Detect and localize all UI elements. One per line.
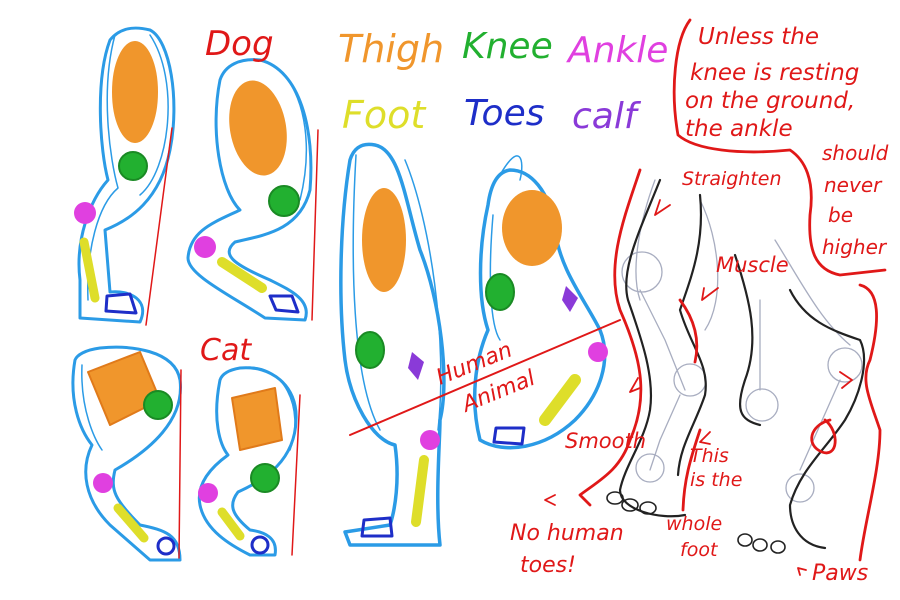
arrow-muscle (701, 287, 719, 301)
dog-leg-side-view (186, 58, 319, 322)
dog-leg-1-ankle (74, 202, 96, 224)
cat-leg-front-view (71, 345, 182, 562)
dog-leg-1-thigh (112, 41, 158, 143)
dog-leg-2-ankle (194, 236, 216, 258)
animal-leg-ankle (588, 342, 608, 362)
note-line-8: higher (822, 235, 888, 259)
note-line-6: never (824, 173, 883, 197)
annotation-this-is-4: foot (680, 539, 719, 561)
arrow-smooth (629, 377, 641, 393)
cat-leg-2-ground-line (291, 394, 301, 556)
legend-foot: Foot (342, 93, 427, 137)
cat-leg-2-knee (250, 463, 280, 493)
label-cat: Cat (200, 333, 252, 368)
arrow-paws (797, 567, 807, 576)
dog-leg-front-view (74, 26, 176, 326)
human-leg-calf (408, 352, 424, 380)
human-leg-toes (360, 516, 394, 538)
cat-leg-2-foot (217, 507, 245, 541)
cat-leg-1-toes (156, 536, 176, 556)
annotation-this-is-1: This (690, 445, 729, 467)
note-line-3: on the ground, (685, 88, 855, 114)
arrow-this-is (699, 431, 711, 445)
red-corrections (578, 18, 887, 562)
dog-leg-1-foot (79, 237, 100, 303)
animal-leg (472, 155, 608, 450)
animal-leg-calf (562, 286, 578, 312)
cat-leg-1-foot (113, 503, 149, 543)
annotation-this-is-3: whole (666, 513, 722, 535)
cat-leg-2-toes (250, 535, 270, 555)
dog-leg-2-ground-line (311, 129, 319, 321)
dog-leg-2-outline (186, 58, 313, 322)
annotation-smooth: Smooth (565, 429, 646, 453)
human-leg-ankle (420, 430, 440, 450)
dog-leg-1-outline (77, 26, 176, 324)
human-leg-thigh (362, 188, 406, 292)
note-line-5: should (822, 141, 889, 165)
color-legend: Thigh Knee Ankle Foot Toes calf (338, 26, 668, 137)
sketch-annotations: Straighten Muscle Smooth This is the who… (510, 168, 868, 586)
note-outline (672, 18, 887, 277)
arrow-no-human-toes (544, 494, 556, 506)
cat-leg-side-view (197, 366, 301, 557)
dog-leg-2-knee (268, 185, 300, 217)
human-leg (339, 142, 446, 547)
rule-note: Unless the knee is resting on the ground… (685, 24, 889, 259)
animal-leg-toes (492, 426, 526, 446)
cat-leg-1-outline (71, 345, 182, 562)
dog-leg-1-ground-line (145, 127, 173, 326)
legend-thigh: Thigh (338, 27, 444, 71)
human-leg-foot (411, 455, 429, 527)
cat-leg-2-ankle (198, 483, 218, 503)
arrow-calf-red (839, 371, 853, 389)
cat-leg-2-thigh (231, 387, 283, 451)
anatomy-sketch (544, 18, 887, 576)
dog-leg-2-toes (268, 294, 300, 314)
animal-leg-outline (472, 168, 607, 450)
cat-leg-1-ankle (93, 473, 113, 493)
human-animal-divider (349, 319, 621, 436)
pointer-arrows (544, 199, 853, 576)
legend-ankle: Ankle (566, 30, 668, 71)
annotation-no-human-2: toes! (520, 553, 576, 578)
arrow-straighten (654, 199, 671, 216)
legend-knee: Knee (462, 26, 553, 67)
animal-leg-knee (485, 273, 515, 311)
animal-leg-foot (539, 374, 581, 426)
legend-calf: calf (572, 96, 642, 137)
note-line-7: be (828, 203, 853, 227)
cat-leg-1-knee (143, 390, 173, 420)
annotation-straighten: Straighten (682, 168, 782, 190)
animal-leg-thigh (502, 190, 562, 266)
note-line-2: knee is resting (690, 60, 859, 86)
dog-leg-1-toes (104, 292, 138, 315)
dog-leg-2-thigh (229, 80, 287, 176)
label-dog: Dog (205, 24, 274, 64)
cat-leg-1-ground-line (178, 369, 182, 559)
sketch-paws (606, 491, 786, 554)
legend-toes: Toes (464, 93, 544, 134)
annotation-muscle: Muscle (716, 253, 789, 277)
annotation-no-human-1: No human (510, 521, 624, 546)
human-leg-knee (355, 331, 385, 369)
dog-leg-1-knee (118, 151, 148, 181)
human-leg-outline (339, 142, 446, 547)
dog-leg-2-foot (217, 257, 267, 293)
annotation-paws: Paws (812, 561, 868, 586)
annotation-this-is-2: is the (690, 469, 742, 491)
note-line-4: the ankle (685, 116, 793, 142)
note-line-1: Unless the (698, 24, 819, 50)
